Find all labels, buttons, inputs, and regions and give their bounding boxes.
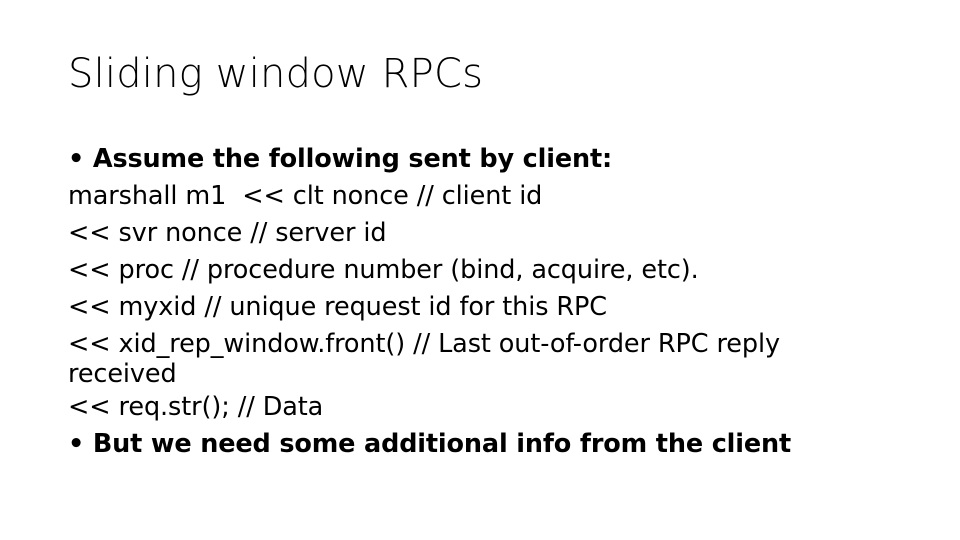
code-line-xid-rep-window-continuation: received [68, 359, 177, 389]
slide-body-content: • Assume the following sent by client: m… [68, 141, 898, 463]
bullet-but-we-need: • But we need some additional info from … [68, 429, 792, 459]
code-line-proc: << proc // procedure number (bind, acqui… [68, 255, 699, 285]
code-line-req-str: << req.str(); // Data [68, 392, 324, 422]
code-line-marshall: marshall m1 << clt nonce // client id [68, 181, 543, 211]
code-line-xid-rep-window: << xid_rep_window.front() // Last out-of… [68, 329, 780, 359]
bullet-assume: • Assume the following sent by client: [68, 144, 613, 174]
code-line-svr-nonce: << svr nonce // server id [68, 218, 387, 248]
code-line-myxid: << myxid // unique request id for this R… [68, 292, 607, 322]
page-title: Sliding window RPCs [68, 51, 484, 97]
